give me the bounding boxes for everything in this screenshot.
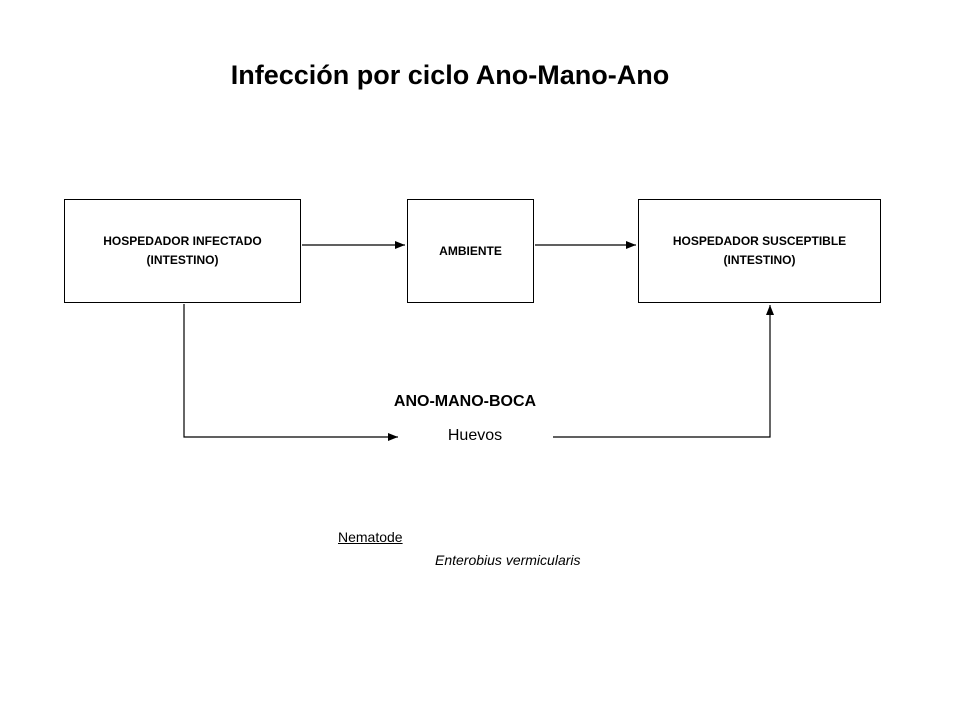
route-label: ANO-MANO-BOCA (393, 393, 537, 410)
diagram-title: Infección por ciclo Ano-Mano-Ano (230, 60, 670, 90)
taxon-group-label: Nematode (338, 529, 403, 545)
environment-label: AMBIENTE (439, 243, 502, 258)
infected-host-box: HOSPEDADOR INFECTADO (INTESTINO) (64, 199, 301, 303)
infected-host-label: HOSPEDADOR INFECTADO (103, 234, 262, 248)
susceptible-host-label: HOSPEDADOR SUSCEPTIBLE (672, 234, 847, 248)
infected-host-sublabel: (INTESTINO) (146, 253, 219, 267)
eggs-label: Huevos (447, 427, 503, 444)
susceptible-host-sublabel: (INTESTINO) (723, 253, 796, 267)
environment-box: AMBIENTE (407, 199, 534, 303)
path-infected-to-eggs (183, 304, 398, 441)
species-name: Enterobius vermicularis (435, 552, 581, 568)
path-eggs-to-susceptible (553, 305, 774, 438)
susceptible-host-box: HOSPEDADOR SUSCEPTIBLE (INTESTINO) (638, 199, 881, 303)
